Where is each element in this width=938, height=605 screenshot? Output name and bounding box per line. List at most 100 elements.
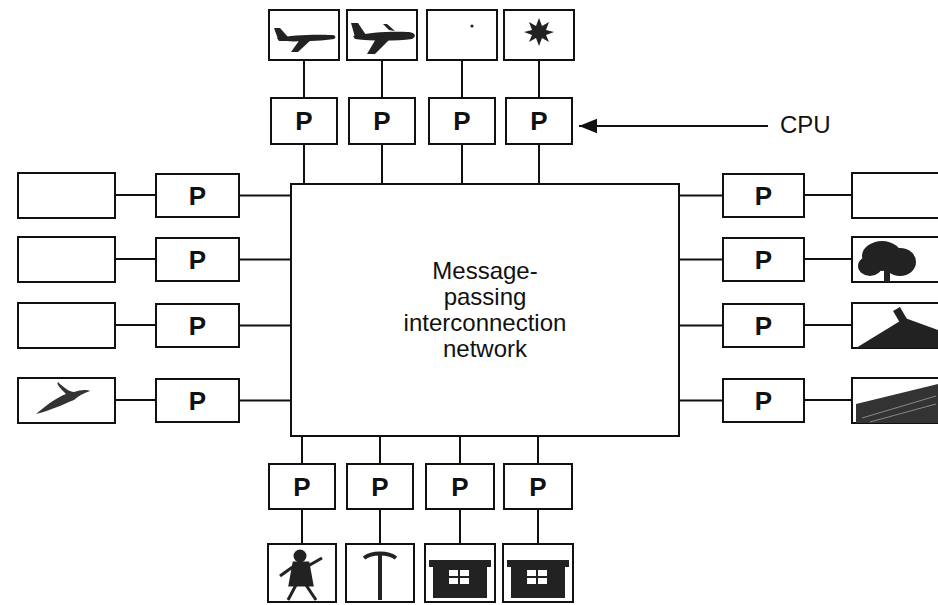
tree-trunk: [884, 268, 890, 282]
processor-box: P: [270, 97, 338, 145]
network-link: [538, 145, 540, 183]
wire: [461, 60, 463, 97]
image-tile: [18, 378, 115, 423]
tree-picture: [858, 241, 916, 282]
airplane-tail: [351, 23, 366, 37]
house-window: [448, 569, 470, 585]
processor-box: P: [155, 173, 240, 218]
processor-box: P: [348, 97, 416, 145]
processor-box: P: [722, 237, 805, 282]
wire: [115, 399, 155, 401]
image-tile: [503, 544, 573, 602]
processor-box: P: [425, 463, 495, 510]
callout-label: CPU: [780, 111, 831, 139]
image-tile: [346, 544, 414, 602]
roof-stripe: [870, 404, 936, 422]
processor-box: P: [505, 97, 573, 145]
network-link: [303, 145, 305, 183]
wire: [537, 510, 539, 544]
airplane-wing: [367, 37, 391, 54]
processor-label: P: [451, 474, 468, 500]
wire: [805, 194, 852, 196]
image-tile: [504, 10, 574, 60]
window-bar: [526, 576, 548, 578]
processor-box: P: [722, 378, 805, 423]
person-leg: [306, 585, 316, 600]
image-tile: [852, 378, 938, 423]
dot: [470, 24, 473, 27]
person-arm: [280, 566, 294, 576]
processor-box: P: [155, 237, 240, 282]
house-picture: [507, 560, 569, 598]
network-link: [240, 259, 290, 261]
image-tile: [18, 237, 115, 282]
processor-box: P: [155, 378, 240, 423]
image-tile: [269, 10, 339, 60]
processor-box: P: [722, 173, 805, 218]
processor-label: P: [529, 474, 546, 500]
bird-picture: [36, 382, 90, 414]
airplane-wing: [291, 38, 313, 52]
network-link: [680, 400, 722, 402]
wire: [459, 510, 461, 544]
wire: [381, 60, 383, 97]
network-link: [680, 325, 722, 327]
processor-label: P: [189, 388, 206, 414]
processor-label: P: [373, 108, 390, 134]
person-picture: [280, 551, 322, 600]
airplane-tail: [274, 28, 288, 39]
processor-label: P: [293, 474, 310, 500]
house-picture: [429, 560, 491, 598]
network-link: [680, 195, 722, 197]
processor-label: P: [755, 388, 772, 414]
tree-picture: [364, 554, 396, 601]
window-bar: [448, 576, 470, 578]
processor-label: P: [189, 313, 206, 339]
network-link: [680, 259, 722, 261]
person-arm: [308, 558, 322, 566]
wire: [379, 510, 381, 544]
processor-box: P: [155, 303, 240, 348]
airplane-picture: [351, 23, 415, 54]
wire: [805, 258, 852, 260]
wire: [115, 258, 155, 260]
processor-box: P: [722, 303, 805, 348]
processor-label: P: [453, 108, 470, 134]
wire: [301, 510, 303, 544]
processor-label: P: [189, 183, 206, 209]
wire: [115, 324, 155, 326]
person-leg: [288, 585, 296, 600]
network-box: Message- passing interconnection network: [290, 183, 680, 437]
image-tile: [852, 237, 938, 282]
image-tiles: [18, 10, 938, 602]
airplane-wing: [383, 24, 395, 31]
processor-label: P: [755, 247, 772, 273]
image-tile: [268, 544, 336, 602]
wire: [115, 194, 155, 196]
wire: [538, 60, 540, 97]
wire: [805, 399, 852, 401]
image-tile: [347, 10, 417, 60]
bird: [36, 382, 90, 414]
network-label: Message- passing interconnection network: [400, 258, 570, 362]
processor-box: P: [346, 463, 414, 510]
image-tile: [852, 173, 938, 218]
chimney: [893, 307, 907, 323]
roof: [856, 318, 938, 348]
house-eave: [429, 560, 491, 567]
house-window: [526, 569, 548, 585]
sunburst-picture: [524, 18, 554, 46]
image-tile: [18, 173, 115, 218]
processor-label: P: [295, 108, 312, 134]
network-link: [240, 325, 290, 327]
image-tile: [18, 303, 115, 348]
house-eave: [507, 560, 569, 567]
network-link: [461, 145, 463, 183]
tile-wires: [115, 60, 852, 544]
processor-label: P: [755, 183, 772, 209]
house-wall: [433, 566, 487, 598]
processor-box: P: [428, 97, 496, 145]
house-wall: [511, 566, 565, 598]
